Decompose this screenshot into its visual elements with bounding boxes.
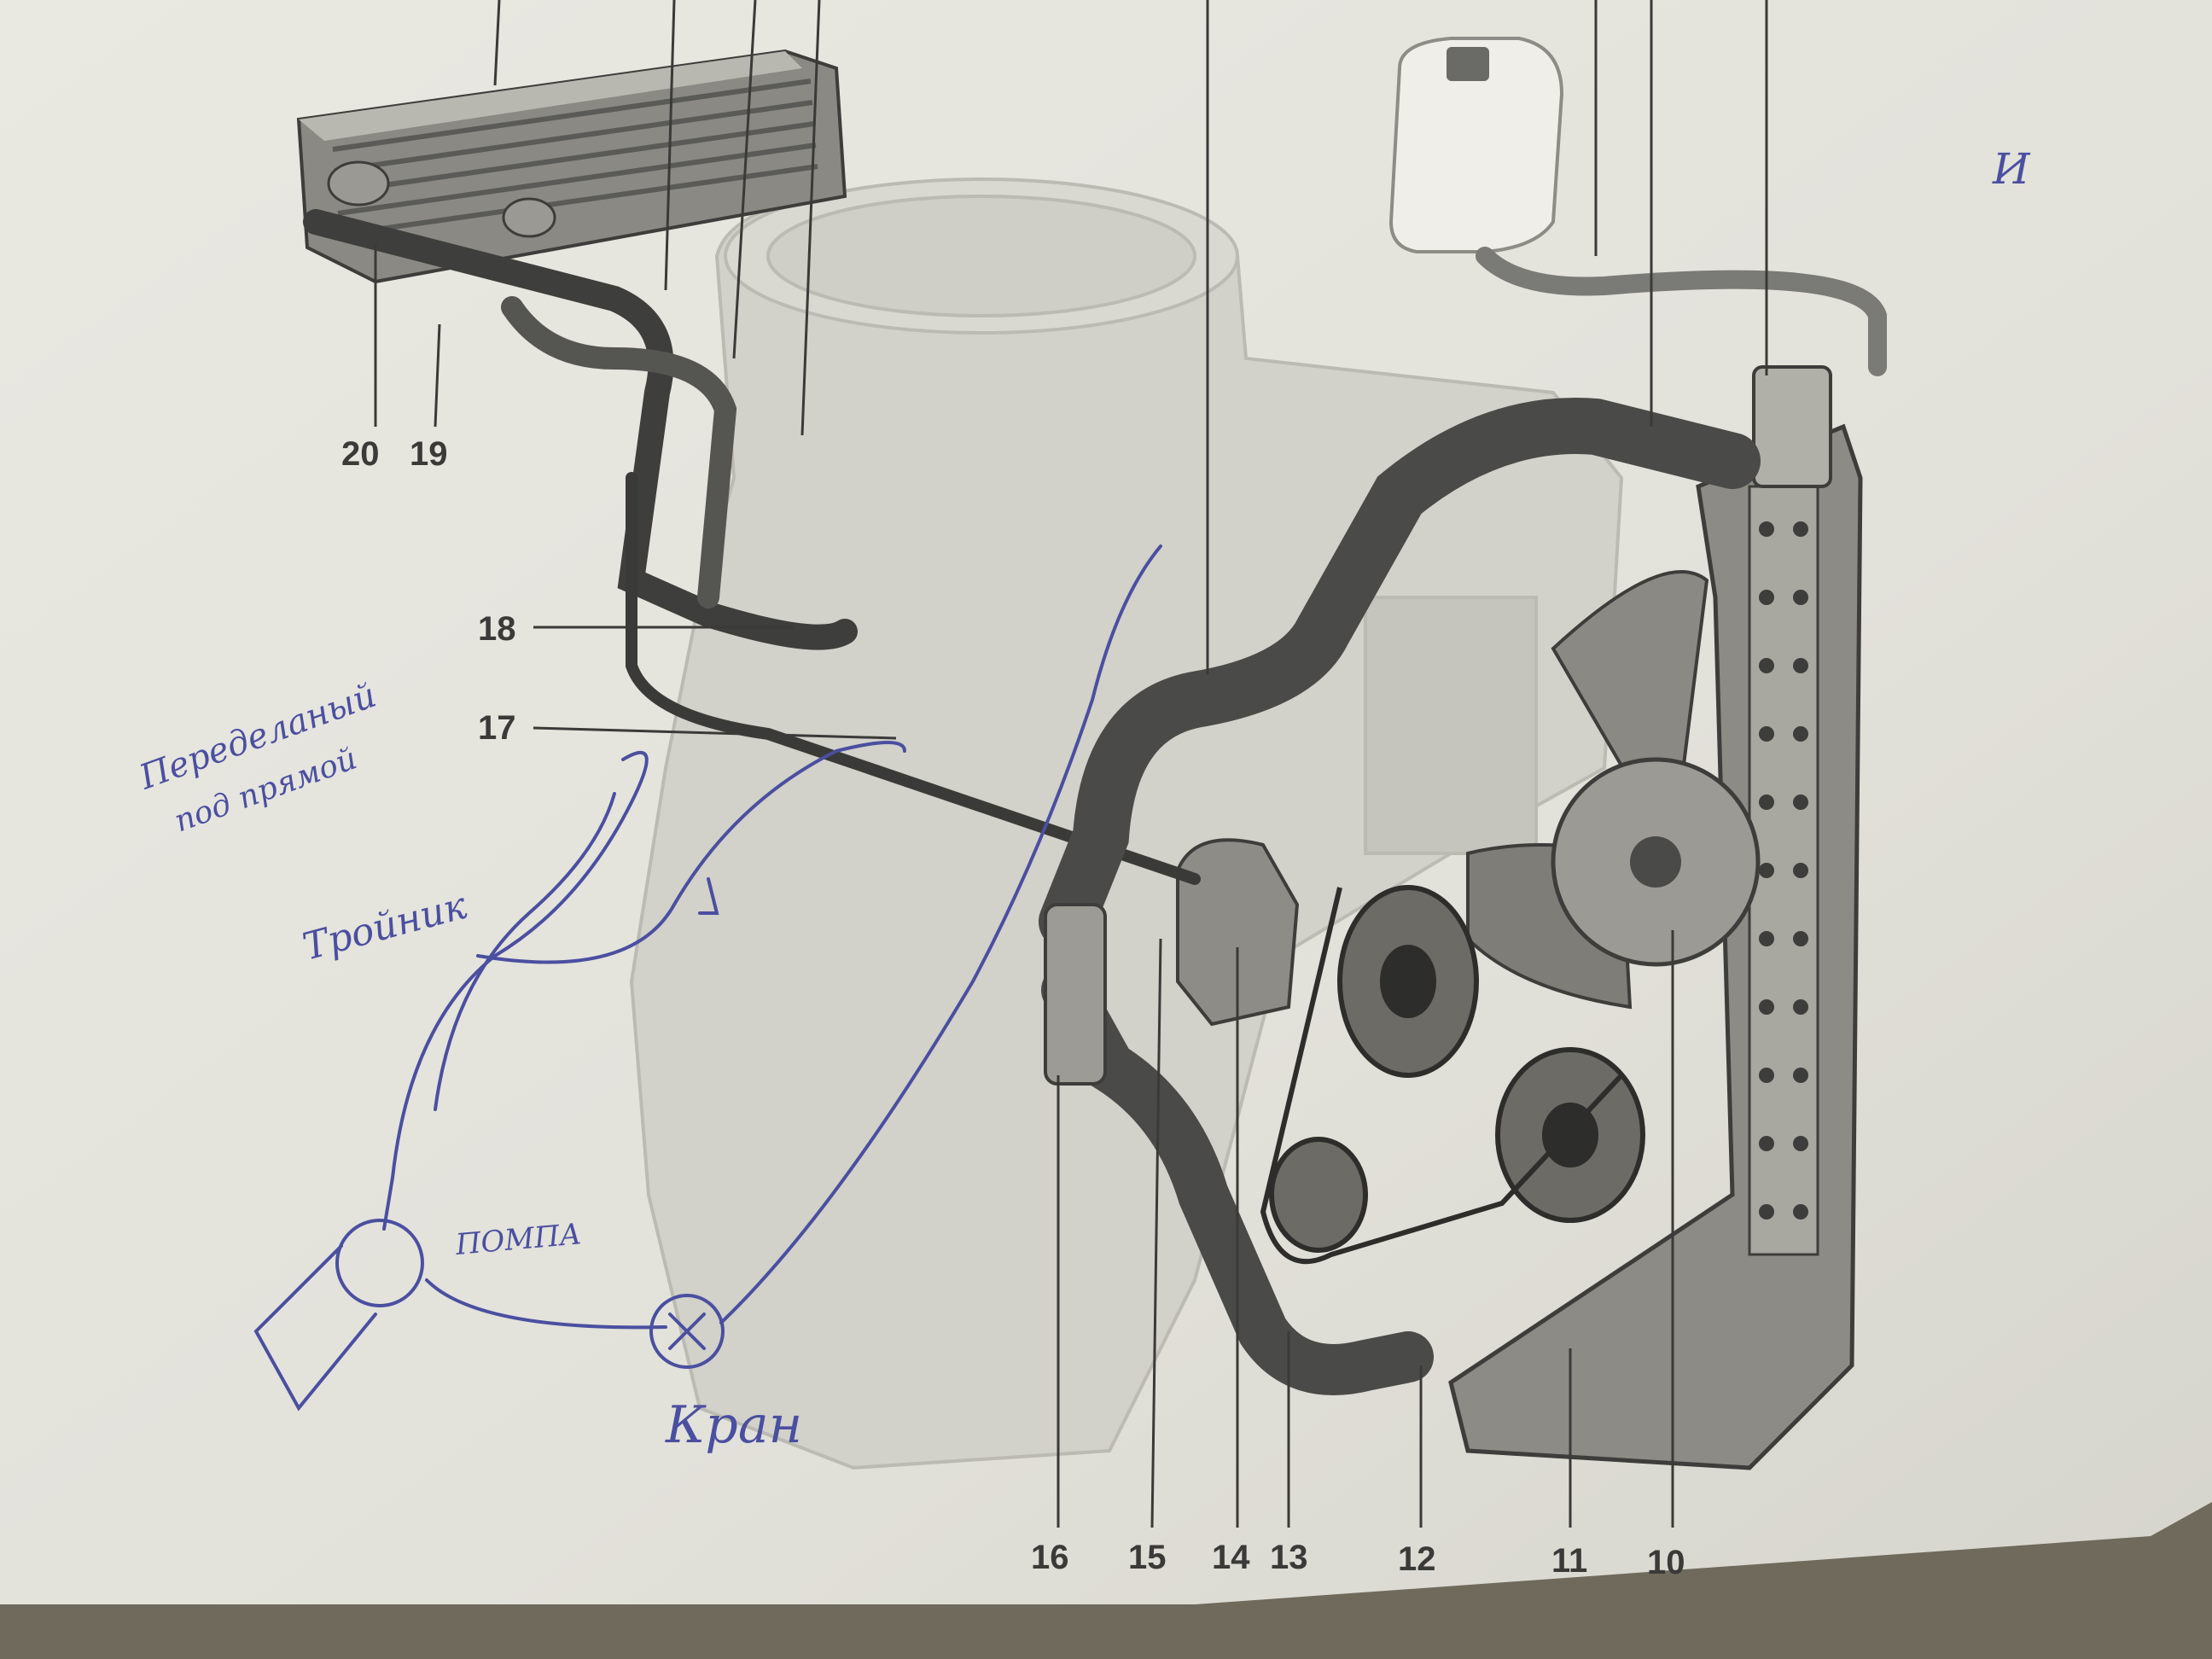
callout-14: 14 <box>1212 1539 1250 1576</box>
expansion-tank <box>1388 37 1564 253</box>
handwritten-valve-label: Кран <box>665 1395 802 1455</box>
heater-hoses <box>303 209 1201 885</box>
callout-20: 20 <box>341 435 380 473</box>
heater-radiator <box>296 49 847 284</box>
callout-13: 13 <box>1270 1539 1308 1576</box>
radiator-hoses <box>1039 398 1761 1395</box>
callout-11: 11 <box>1551 1542 1587 1580</box>
callout-12: 12 <box>1398 1540 1436 1578</box>
pulleys <box>1260 885 1645 1265</box>
callout-18: 18 <box>478 610 516 648</box>
pen-sketch <box>253 544 1162 1412</box>
callout-15: 15 <box>1128 1539 1167 1576</box>
tank-hose <box>1476 247 1887 376</box>
cooling-fan <box>1466 570 1761 1010</box>
callout-17: 17 <box>478 709 516 747</box>
callout-10: 10 <box>1647 1544 1685 1581</box>
tee-fitting <box>1044 903 1107 1086</box>
main-radiator <box>1448 365 1863 1470</box>
callout-19: 19 <box>410 435 448 473</box>
handwritten-corner-mark: И <box>1992 144 2031 194</box>
water-pump <box>1176 838 1300 1027</box>
callout-16: 16 <box>1031 1539 1069 1576</box>
leader-lines <box>374 0 1768 1528</box>
